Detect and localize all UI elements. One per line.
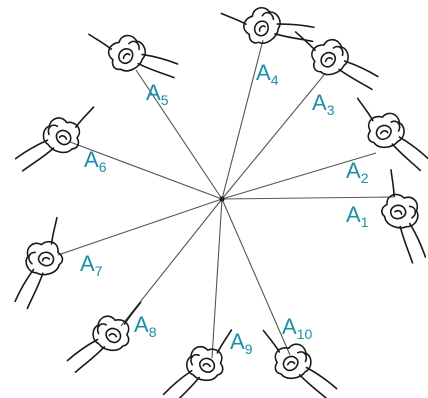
hand-pulling-string-icon xyxy=(88,33,179,79)
string-line-6 xyxy=(69,141,223,200)
hand-pulling-string-icon xyxy=(14,216,64,310)
string-line-1 xyxy=(221,196,394,200)
anchor-label-subscript: 7 xyxy=(95,263,103,279)
anchor-label-subscript: 4 xyxy=(271,72,279,88)
anchor-label-subscript: 1 xyxy=(361,214,369,230)
hand-pulling-string-icon xyxy=(14,106,95,172)
anchor-label-3: A3 xyxy=(312,90,335,118)
string-line-3 xyxy=(221,74,325,200)
anchor-label-main: A xyxy=(146,80,161,105)
anchor-label-main: A xyxy=(312,90,327,115)
anchor-label-2: A2 xyxy=(346,158,369,186)
anchor-label-8: A8 xyxy=(134,312,157,340)
string-line-2 xyxy=(221,152,377,200)
anchor-label-10: A10 xyxy=(282,314,312,342)
anchor-label-main: A xyxy=(346,202,361,227)
anchor-label-4: A4 xyxy=(256,60,279,88)
hand-pulling-string-icon xyxy=(294,31,379,91)
anchor-label-6: A6 xyxy=(84,147,107,175)
anchor-label-9: A9 xyxy=(230,329,253,357)
strings-group xyxy=(57,39,394,359)
hand-pulling-string-icon xyxy=(381,169,427,264)
anchor-label-subscript: 9 xyxy=(245,341,253,357)
anchor-label-5: A5 xyxy=(146,80,169,108)
string-line-5 xyxy=(135,69,223,200)
anchor-label-subscript: 2 xyxy=(361,170,369,186)
anchor-label-main: A xyxy=(84,147,99,172)
hand-pulling-string-icon xyxy=(262,329,338,398)
string-line-7 xyxy=(57,198,223,256)
anchor-label-1: A1 xyxy=(346,202,369,230)
hand-pulling-string-icon xyxy=(356,97,428,172)
anchor-label-subscript: 6 xyxy=(99,159,107,175)
anchor-label-subscript: 10 xyxy=(297,326,313,342)
anchor-label-main: A xyxy=(230,329,245,354)
anchor-label-subscript: 8 xyxy=(149,324,157,340)
hand-pulling-string-icon xyxy=(162,329,233,398)
string-line-10 xyxy=(221,198,291,356)
anchor-label-subscript: 5 xyxy=(161,92,169,108)
anchor-label-main: A xyxy=(134,312,149,337)
hand-pulling-string-icon xyxy=(220,6,315,44)
anchor-label-main: A xyxy=(80,251,95,276)
anchor-label-main: A xyxy=(256,60,271,85)
string-line-4 xyxy=(221,39,264,200)
center-knot xyxy=(219,196,225,202)
string-line-9 xyxy=(211,198,223,359)
anchor-label-main: A xyxy=(282,314,297,339)
hand-pulling-string-icon xyxy=(66,301,142,373)
anchor-label-7: A7 xyxy=(80,251,103,279)
anchor-label-main: A xyxy=(346,158,361,183)
anchor-label-subscript: 3 xyxy=(327,102,335,118)
